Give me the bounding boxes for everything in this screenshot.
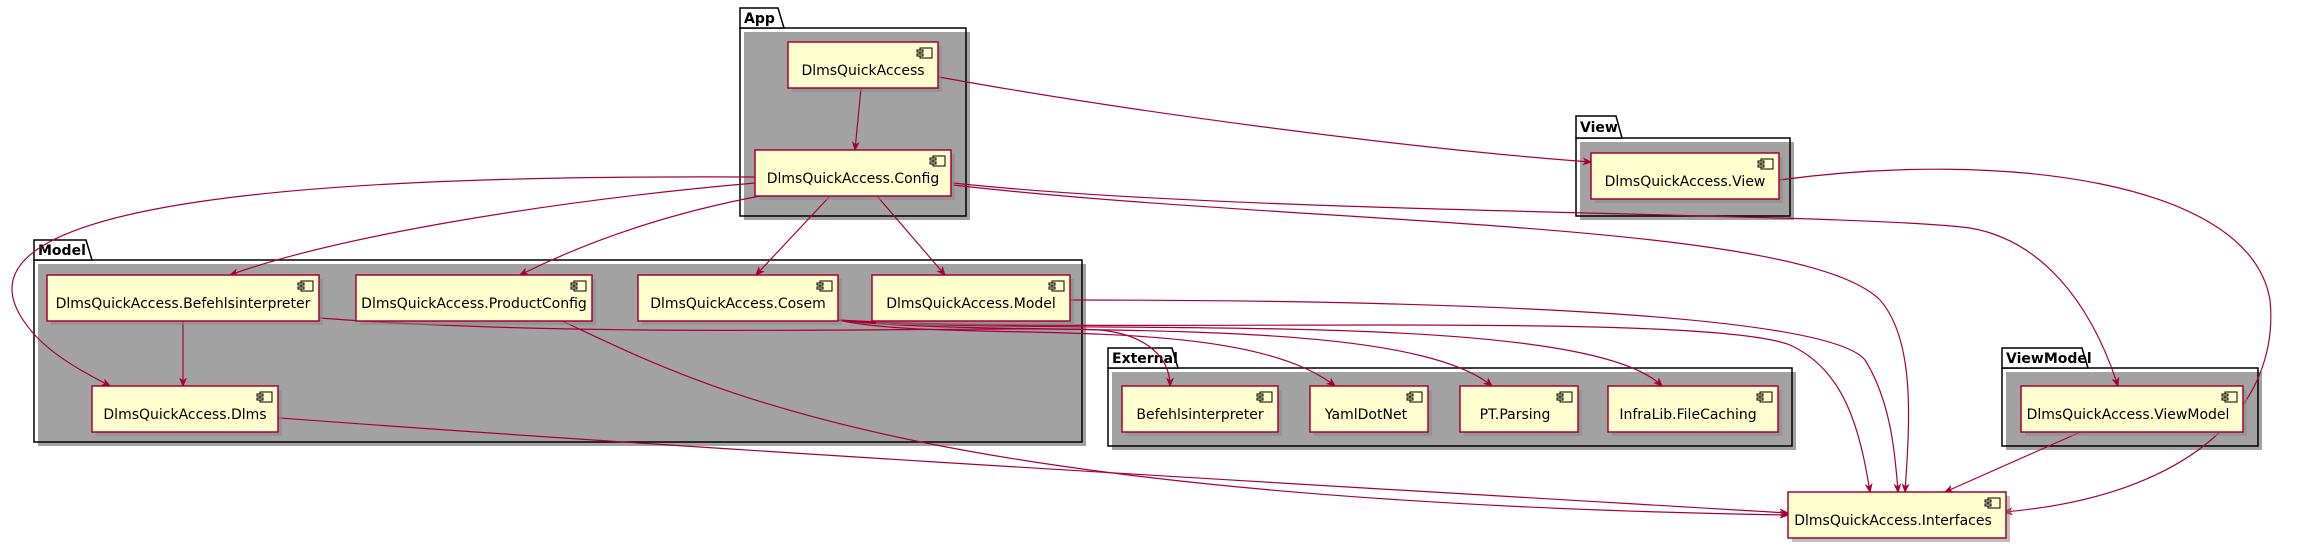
component-icon	[1759, 391, 1773, 403]
component-label: DlmsQuickAccess.ProductConfig	[361, 296, 587, 312]
package-viewmodel-label: ViewModel	[2006, 351, 2092, 367]
package-app-label: App	[744, 11, 775, 27]
component-icon	[1760, 158, 1774, 170]
component-icon	[919, 47, 933, 59]
component-icon	[819, 280, 833, 292]
edge-model-interfaces	[1069, 299, 1898, 492]
edges	[11, 76, 2272, 515]
component-icon	[2224, 391, 2238, 403]
edge-quickaccess-view	[938, 76, 1591, 162]
edge-config-cosem	[756, 195, 831, 275]
component-icon	[1987, 497, 2001, 509]
component-label: InfraLib.FileCaching	[1619, 407, 1756, 423]
edge-config-interfaces	[952, 184, 1909, 492]
edge-config-productconfig	[520, 195, 761, 275]
edge-view-interfaces	[1778, 168, 2272, 512]
package-external-label: External	[1112, 351, 1178, 367]
component-label: YamlDotNet	[1324, 407, 1408, 423]
edge-config-viewmodel	[952, 182, 2118, 386]
component-ptparsing[interactable]: PT.Parsing	[1459, 385, 1582, 436]
component-icon	[1259, 391, 1273, 403]
component-productconfig[interactable]: DlmsQuickAccess.ProductConfig	[355, 274, 596, 325]
edge-quickaccess-config	[855, 87, 862, 150]
component-icon	[573, 280, 587, 292]
edge-config-model	[876, 195, 945, 275]
edge-config-befehlsinterpreter	[230, 182, 756, 275]
edge-viewmodel-interfaces	[1945, 429, 2086, 492]
edge-befehlsinterpreter-ext	[319, 317, 1170, 386]
component-label: DlmsQuickAccess.Interfaces	[1794, 513, 1992, 529]
component-icon	[932, 155, 946, 167]
component-dlmsquickaccess[interactable]: DlmsQuickAccess	[787, 41, 942, 92]
component-filecaching[interactable]: InfraLib.FileCaching	[1607, 385, 1782, 436]
edge-cosem-ptparsing	[837, 319, 1492, 386]
edge-cosem-interfaces	[837, 319, 1870, 492]
component-ext-befehlsinterpreter[interactable]: Befehlsinterpreter	[1121, 385, 1282, 436]
component-cosem[interactable]: DlmsQuickAccess.Cosem	[637, 274, 842, 325]
component-icon	[1409, 391, 1423, 403]
edge-dlms-interfaces	[239, 414, 1788, 513]
component-model[interactable]: DlmsQuickAccess.Model	[871, 274, 1074, 325]
edge-cosem-filecaching	[837, 319, 1662, 386]
component-dlms[interactable]: DlmsQuickAccess.Dlms	[91, 385, 282, 436]
component-label: DlmsQuickAccess.Befehlsinterpreter	[56, 296, 311, 312]
component-viewmodel[interactable]: DlmsQuickAccess.ViewModel	[2020, 385, 2247, 436]
component-label: DlmsQuickAccess.View	[1605, 174, 1766, 190]
component-label: DlmsQuickAccess.Dlms	[103, 407, 266, 423]
component-config[interactable]: DlmsQuickAccess.Config	[754, 149, 955, 200]
component-icon	[259, 391, 273, 403]
component-label: PT.Parsing	[1480, 407, 1551, 423]
package-model-label: Model	[38, 243, 86, 259]
component-icon	[300, 280, 314, 292]
component-yamldotnet[interactable]: YamlDotNet	[1309, 385, 1432, 436]
component-label: DlmsQuickAccess.Model	[886, 296, 1056, 312]
edge-productconfig-interfaces	[559, 319, 1788, 515]
component-label: DlmsQuickAccess	[801, 63, 924, 79]
package-view-label: View	[1580, 120, 1618, 136]
component-interfaces[interactable]: DlmsQuickAccess.Interfaces	[1787, 491, 2010, 542]
component-label: Befehlsinterpreter	[1136, 407, 1263, 423]
component-label: DlmsQuickAccess.ViewModel	[2027, 407, 2230, 423]
component-icon	[1051, 280, 1065, 292]
component-label: DlmsQuickAccess.Cosem	[650, 296, 825, 312]
component-befehlsinterpreter[interactable]: DlmsQuickAccess.Befehlsinterpreter	[46, 274, 323, 325]
component-view[interactable]: DlmsQuickAccess.View	[1590, 152, 1783, 203]
edge-config-dlms	[11, 176, 756, 386]
component-icon	[1559, 391, 1573, 403]
edge-cosem-yamldotnet	[837, 319, 1335, 386]
component-label: DlmsQuickAccess.Config	[767, 171, 939, 187]
